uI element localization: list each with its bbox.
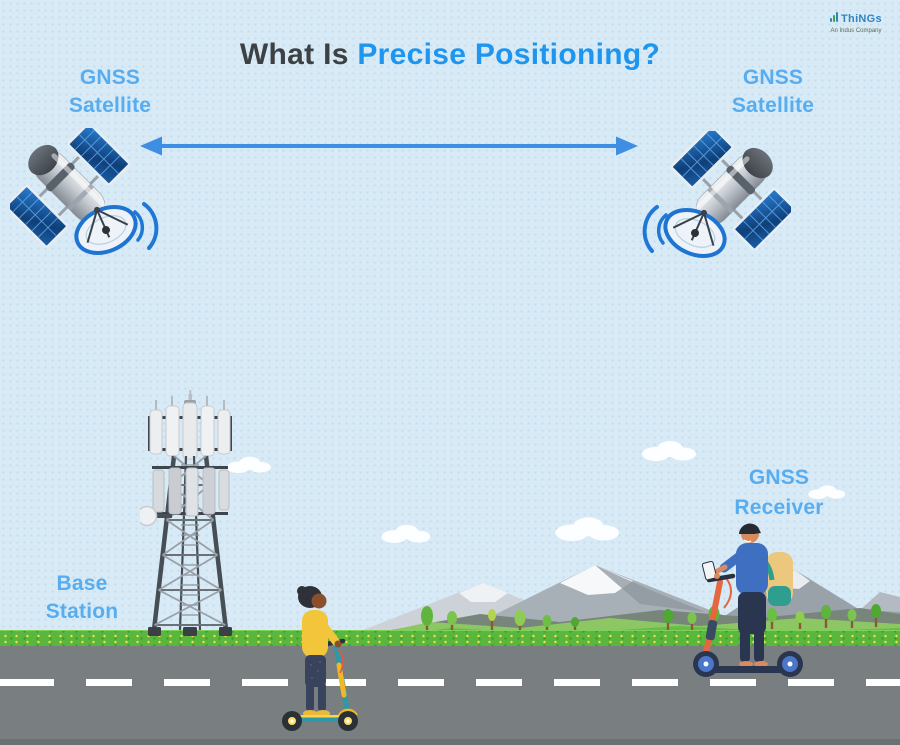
- label-line: GNSS: [79, 66, 141, 89]
- cloud-icon: [800, 484, 852, 499]
- signal-waves: [133, 202, 159, 250]
- label-line: Receiver: [734, 496, 824, 519]
- label-line: Base: [56, 572, 108, 595]
- satellite-dish-icon: [140, 505, 172, 527]
- double-arrow-icon: [140, 136, 638, 156]
- cell-tower-icon: [140, 390, 232, 636]
- signal-waves: [642, 205, 668, 253]
- label-line: Satellite: [731, 94, 815, 117]
- satellite-dish-icon: [663, 208, 727, 258]
- signal-bars-icon: [830, 9, 839, 27]
- cloud-icon: [638, 438, 698, 462]
- label-line: GNSS: [742, 66, 804, 89]
- brand-logo: ThiNGs An Indus Company: [818, 9, 894, 34]
- gnss-satellite-icon: [642, 131, 791, 258]
- gnss-satellite-icon: [10, 128, 159, 255]
- cloud-icon: [222, 455, 274, 473]
- road: [0, 646, 900, 745]
- page-title: What Is Precise Positioning?: [0, 38, 900, 72]
- solar-panel: [670, 131, 734, 189]
- title-highlight: Precise Positioning?: [357, 38, 661, 71]
- satellite-dish-icon: [74, 205, 138, 255]
- title-prefix: What Is: [239, 38, 349, 71]
- label-gnss-satellite-left: GNSS Satellite: [30, 64, 190, 120]
- solar-panel: [10, 184, 69, 248]
- phone-icon: [701, 560, 717, 581]
- cloud-icon: [372, 523, 438, 543]
- solar-panel: [732, 187, 791, 251]
- label-gnss-satellite-right: GNSS Satellite: [693, 64, 853, 120]
- brand-name: ThiNGs: [841, 13, 882, 25]
- label-line: Station: [45, 600, 119, 623]
- label-base-station: Base Station: [12, 570, 152, 626]
- gnss-receiver-rider-icon: [693, 523, 803, 677]
- label-line: Satellite: [68, 94, 152, 117]
- brand-tagline: An Indus Company: [830, 27, 882, 34]
- label-line: GNSS: [748, 466, 810, 489]
- solar-panel: [67, 128, 131, 186]
- kid-scooter-rider-icon: [282, 586, 358, 731]
- road-lane-markings: [0, 679, 900, 686]
- road-edge: [0, 739, 900, 745]
- label-gnss-receiver: GNSS Receiver: [699, 463, 859, 523]
- cloud-icon: [545, 515, 627, 541]
